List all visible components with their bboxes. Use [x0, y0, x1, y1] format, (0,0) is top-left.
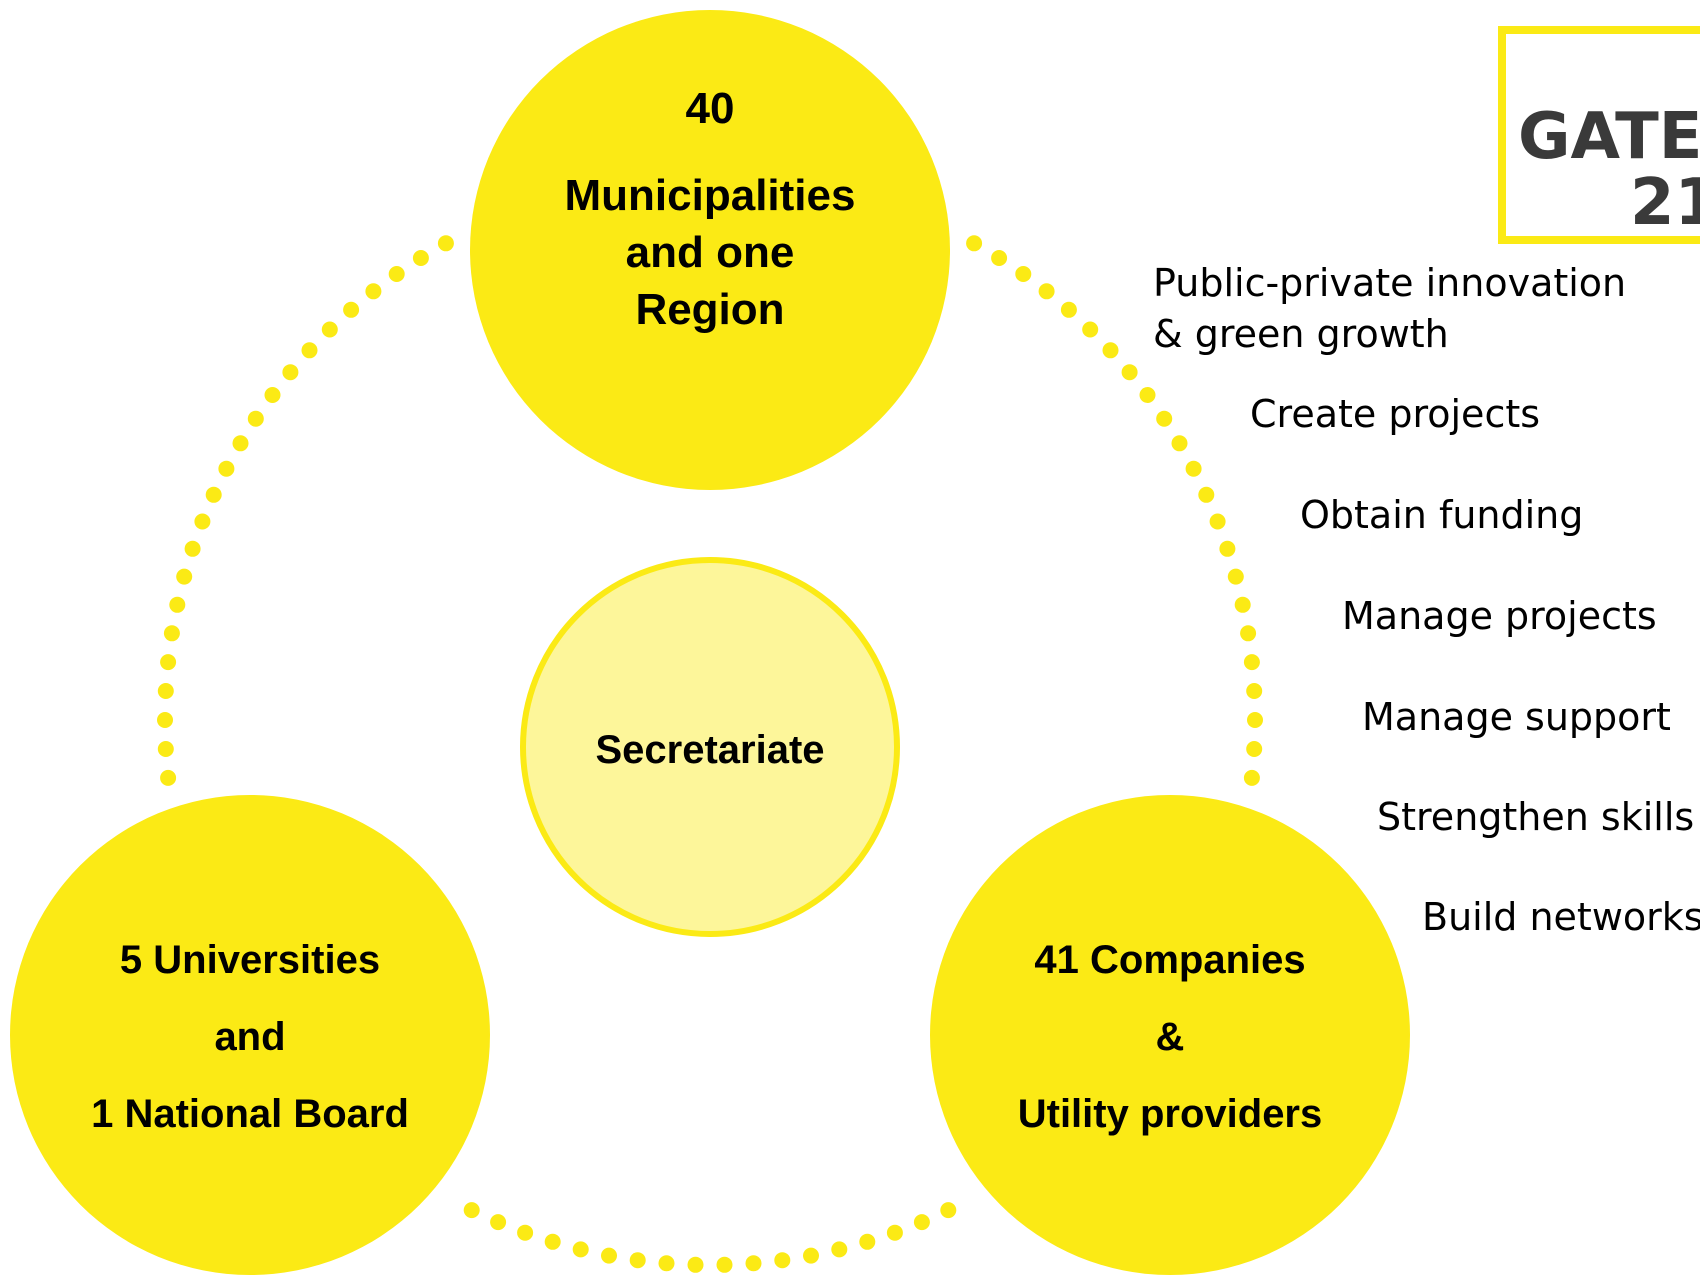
connector-dot — [572, 1241, 589, 1258]
connector-dot — [913, 1214, 930, 1231]
connector-dot — [544, 1233, 561, 1250]
connector-dot — [629, 1252, 646, 1269]
connector-dot — [365, 283, 382, 300]
connector-dot — [966, 235, 983, 252]
connector-dot — [1209, 513, 1226, 530]
activity-item: Obtain funding — [1300, 493, 1583, 537]
connector-dot — [859, 1233, 876, 1250]
connector-dot — [157, 741, 174, 757]
right-circle-line-2: & — [1156, 1015, 1185, 1059]
activity-item: Manage support — [1362, 695, 1671, 739]
tagline-line-2: & green growth — [1153, 312, 1449, 356]
center-circle — [520, 557, 900, 937]
logo-frame — [1498, 26, 1700, 244]
connector-dot — [1102, 342, 1119, 359]
connector-dot — [716, 1256, 733, 1273]
connector-dot — [1234, 596, 1251, 613]
connector-dot — [176, 568, 193, 585]
top-circle-line-2: and one — [626, 228, 795, 277]
connector-dot — [169, 596, 186, 613]
connector-dot — [160, 654, 177, 671]
connector-dot — [687, 1256, 704, 1273]
connector-dot — [247, 410, 264, 427]
top-circle — [470, 10, 950, 490]
top-circle-number: 40 — [686, 84, 735, 133]
activity-item: Manage projects — [1342, 594, 1657, 638]
right-circle — [930, 795, 1410, 1275]
left-circle-line-1: 5 Universities — [120, 938, 380, 982]
connector-dot — [1246, 683, 1263, 699]
gate21-logo: GATE 21 — [1498, 26, 1700, 244]
connector-dot — [232, 435, 249, 452]
connector-dot — [194, 513, 211, 530]
connector-dot — [1219, 540, 1236, 557]
connector-dot — [343, 301, 360, 318]
connector-dot — [321, 321, 338, 338]
connector-dot — [1139, 387, 1156, 403]
tagline-line-1: Public-private innovation — [1153, 261, 1626, 305]
connector-dot — [264, 387, 281, 403]
connector-dot — [886, 1224, 903, 1241]
connector-dot — [205, 486, 222, 503]
connector-dot — [157, 683, 174, 699]
connector-dot — [1015, 266, 1032, 282]
connector-dot — [437, 235, 454, 252]
connector-dot — [601, 1247, 617, 1264]
connector-dot — [1240, 625, 1257, 642]
connector-dot — [1243, 769, 1260, 786]
logo-line-1: GATE — [1518, 100, 1700, 174]
connector-dot — [463, 1202, 480, 1219]
activity-item: Strengthen skills — [1377, 795, 1694, 839]
activity-item: Build networks — [1422, 895, 1700, 939]
connector-dot — [517, 1224, 534, 1241]
activities-list: Create projects Obtain funding Manage pr… — [1250, 392, 1700, 939]
connector-dot — [1198, 486, 1215, 503]
left-circle-line-3: 1 National Board — [91, 1092, 409, 1136]
connector-dot — [658, 1255, 675, 1272]
right-circle-line-1: 41 Companies — [1034, 938, 1305, 982]
connector-dot — [745, 1255, 762, 1272]
top-circle-line-3: Region — [635, 285, 784, 334]
connector-dot — [1247, 712, 1263, 728]
top-circle-line-1: Municipalities — [565, 171, 856, 220]
connector-dot — [412, 250, 429, 266]
left-circle-line-2: and — [214, 1015, 285, 1059]
connector-dot — [1121, 364, 1138, 381]
connector-dot — [1082, 321, 1099, 338]
connector-dot — [1246, 741, 1263, 757]
connector-dot — [301, 342, 318, 359]
connector-dot — [1038, 283, 1055, 300]
connector-dot — [1060, 301, 1077, 318]
connector-dot — [1243, 654, 1260, 671]
connector-dot — [940, 1202, 957, 1219]
connector-dot — [163, 625, 180, 642]
connector-dot — [803, 1247, 819, 1264]
connector-dot — [991, 250, 1008, 266]
connector-dot — [184, 540, 201, 557]
connector-dot — [160, 769, 177, 786]
connector-dot — [1185, 460, 1202, 477]
connector-dot — [490, 1214, 507, 1231]
center-circle-label: Secretariate — [595, 728, 824, 772]
connector-dot — [157, 712, 173, 728]
logo-line-2: 21 — [1630, 166, 1700, 240]
left-circle — [10, 795, 490, 1275]
connector-dot — [774, 1252, 791, 1269]
connector-dot — [282, 364, 299, 381]
connector-dot — [218, 460, 235, 477]
connector-dot — [388, 266, 405, 282]
connector-dot — [1156, 410, 1173, 427]
activity-item: Create projects — [1250, 392, 1540, 436]
dotted-connector-ring — [157, 235, 1263, 1273]
connector-dot — [831, 1241, 848, 1258]
connector-dot — [1227, 568, 1244, 585]
right-circle-line-3: Utility providers — [1018, 1092, 1323, 1136]
connector-dot — [1171, 435, 1188, 452]
